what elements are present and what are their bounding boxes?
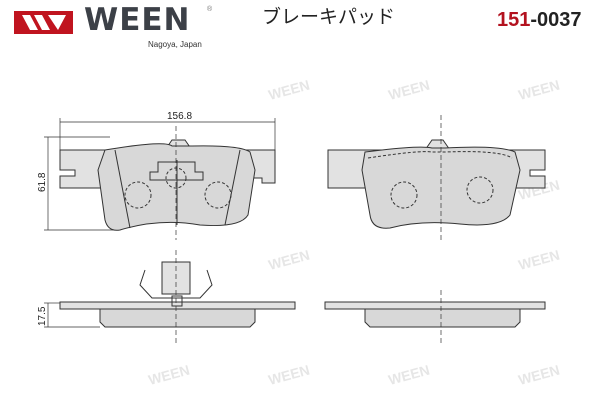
registered-mark: ® [207, 6, 213, 13]
brand-name: WEEN [84, 2, 191, 38]
watermark: WEEN [267, 362, 312, 388]
width-dimension: 156.8 [167, 111, 192, 122]
watermark: WEEN [517, 77, 562, 103]
watermark: WEEN [267, 247, 312, 273]
part-number: 151-0037 [497, 10, 582, 30]
part-number-prefix: 151 [497, 9, 531, 31]
watermark: WEEN [267, 77, 312, 103]
pad-side-view-right [324, 290, 546, 345]
height-dimension: 61.8 [37, 172, 48, 192]
thickness-dimension: 17.5 [37, 306, 48, 326]
brand-location: Nagoya, Japan [148, 40, 202, 49]
watermark: WEEN [517, 362, 562, 388]
pad-front-view-left [59, 126, 276, 240]
watermark: WEEN [147, 362, 192, 388]
watermarks: WEEN WEEN WEEN WEEN WEEN WEEN WEEN WEEN … [147, 77, 562, 388]
product-title: ブレーキパッド [262, 6, 396, 28]
pad-side-view-left [59, 250, 296, 345]
watermark: WEEN [387, 77, 432, 103]
part-number-suffix: -0037 [530, 9, 582, 31]
pad-back-view-right [327, 115, 546, 240]
logo-mark [14, 11, 73, 34]
dimension-lines [44, 118, 276, 328]
watermark: WEEN [517, 247, 562, 273]
watermark: WEEN [387, 362, 432, 388]
